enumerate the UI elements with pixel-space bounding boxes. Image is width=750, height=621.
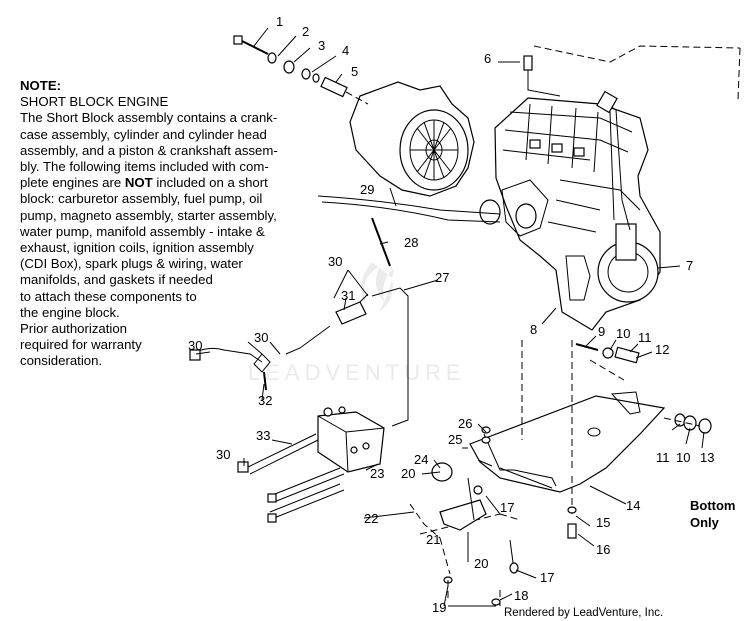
- note-line: the engine block.: [20, 304, 120, 320]
- note-line: to attach these components to: [20, 288, 197, 304]
- fuel-lines: [189, 287, 409, 523]
- callout-11a: 11: [638, 330, 652, 345]
- callout-3: 3: [318, 38, 325, 53]
- callout-9: 9: [598, 324, 605, 339]
- callout-25: 25: [448, 432, 462, 447]
- callout-19: 19: [432, 600, 446, 615]
- callout-21: 21: [426, 532, 440, 547]
- note-line: Prior authorization: [20, 321, 128, 337]
- callout-labels: 1 2 3 4 5 6 7 8 9 10 11 12 11 10 13 14 1…: [188, 14, 714, 615]
- callout-14: 14: [626, 498, 640, 513]
- callout-30c: 30: [188, 338, 202, 353]
- callout-8: 8: [530, 322, 537, 337]
- note-line: required for warranty: [20, 337, 142, 353]
- callout-18: 18: [514, 588, 528, 603]
- callout-32: 32: [258, 393, 272, 408]
- callout-17b: 17: [540, 570, 554, 585]
- callout-5: 5: [351, 64, 358, 79]
- short-block-note: NOTE: SHORT BLOCK ENGINE The Short Block…: [20, 78, 320, 370]
- engine-mounting-plate: [469, 391, 666, 493]
- callout-23: 23: [370, 466, 384, 481]
- callout-24: 24: [414, 452, 428, 467]
- callout-12: 12: [655, 342, 669, 357]
- note-line: case assembly, cylinder and cylinder hea…: [20, 126, 267, 142]
- callout-13: 13: [700, 450, 714, 465]
- bottom-only-line-2: Only: [690, 515, 720, 530]
- callout-16: 16: [596, 542, 610, 557]
- callout-15: 15: [596, 515, 610, 530]
- callout-22: 22: [364, 511, 378, 526]
- watermark-logo: LEADVENTURE: [248, 262, 466, 385]
- callout-11b: 11: [656, 450, 670, 465]
- callout-30d: 30: [216, 447, 230, 462]
- callout-20b: 20: [474, 556, 488, 571]
- note-line: The Short Block assembly contains a cran…: [20, 110, 278, 126]
- note-line: (CDI Box), spark plugs & wiring, water: [20, 256, 243, 272]
- callout-10a: 10: [616, 326, 630, 341]
- note-heading: NOTE:: [20, 78, 62, 93]
- callout-10b: 10: [676, 450, 690, 465]
- note-line: SHORT BLOCK ENGINE: [20, 94, 169, 110]
- leader-lines: [195, 27, 705, 607]
- note-line: manifolds, and gaskets if needed: [20, 272, 213, 288]
- callout-30a: 30: [328, 254, 342, 269]
- note-line: assembly, and a piston & crankshaft asse…: [20, 142, 278, 158]
- callout-4: 4: [342, 43, 349, 58]
- note-line: water pump, manifold assembly - intake &: [20, 223, 265, 239]
- note-line: consideration.: [20, 353, 103, 369]
- callout-26: 26: [458, 416, 472, 431]
- note-line: block: carburetor assembly, fuel pump, o…: [20, 191, 263, 207]
- callout-30b: 30: [254, 330, 268, 345]
- note-line: pump, magneto assembly, starter assembly…: [20, 207, 277, 223]
- callout-6: 6: [484, 51, 491, 66]
- callout-7: 7: [686, 258, 693, 273]
- callout-31: 31: [341, 288, 355, 303]
- engine-block: [479, 97, 661, 331]
- callout-33: 33: [256, 428, 270, 443]
- callout-29: 29: [360, 182, 374, 197]
- bottom-only-line-1: Bottom: [690, 498, 736, 513]
- bottom-only-label: Bottom Only: [690, 498, 736, 530]
- note-line: exhaust, ignition coils, ignition assemb…: [20, 240, 254, 256]
- callout-2: 2: [302, 24, 309, 39]
- fuel-pump: [317, 406, 385, 473]
- callout-20a: 20: [401, 466, 415, 481]
- watermark-text: LEADVENTURE: [248, 360, 466, 385]
- callout-1: 1: [276, 14, 283, 29]
- starter-bolt-stack: [233, 35, 369, 105]
- note-line: bly. The following items included with c…: [20, 159, 269, 175]
- recoil-starter: [349, 81, 475, 197]
- render-credit: Rendered by LeadVenture, Inc.: [504, 607, 663, 619]
- callout-17a: 17: [500, 500, 514, 515]
- callout-28: 28: [404, 235, 418, 250]
- note-line: plete engines are NOT included on a shor…: [20, 175, 268, 191]
- callout-27: 27: [435, 270, 449, 285]
